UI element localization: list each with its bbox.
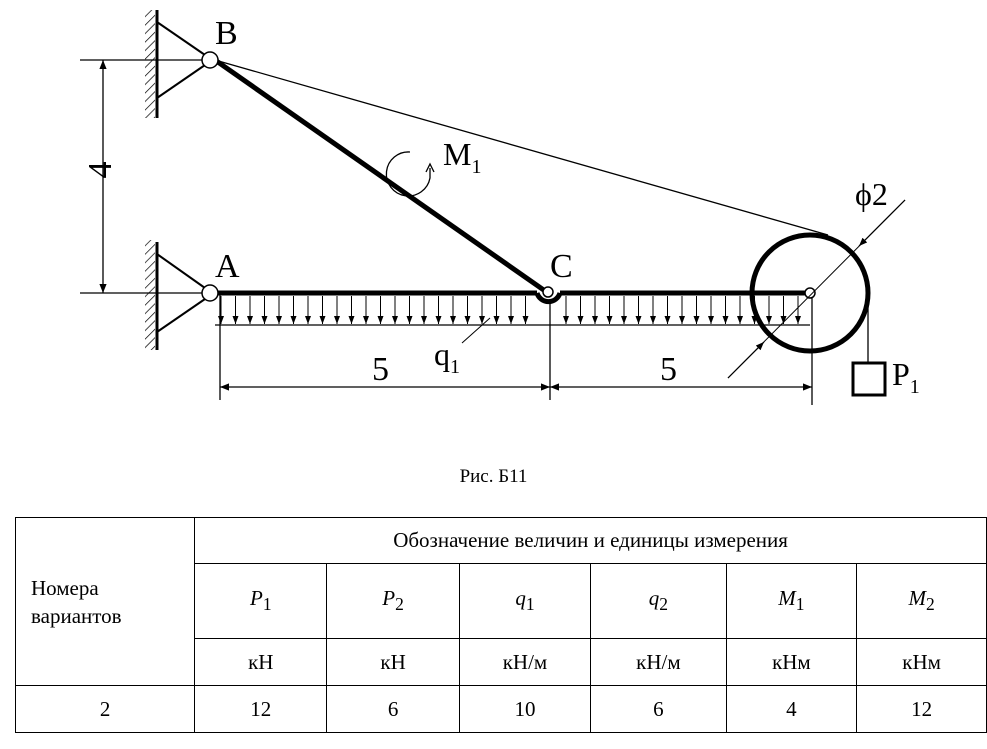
figure-caption: Рис. Б11 bbox=[459, 466, 528, 487]
rope bbox=[214, 59, 829, 236]
symbol-subscript: 1 bbox=[795, 594, 805, 615]
symbol-subscript: 1 bbox=[262, 594, 272, 615]
load-arrowhead bbox=[664, 316, 671, 324]
symbol-subscript: 1 bbox=[525, 594, 535, 615]
symbol-text: q bbox=[648, 586, 660, 611]
value-cell: 6 bbox=[590, 685, 727, 733]
pulley-axle bbox=[804, 287, 816, 299]
unit-cell: кН bbox=[326, 638, 460, 686]
p1-label: P1 bbox=[892, 356, 920, 398]
load-arrowhead bbox=[319, 316, 326, 324]
symbol-cell: P1 bbox=[194, 563, 328, 639]
load-arrowhead bbox=[261, 316, 268, 324]
load-arrowhead bbox=[522, 316, 529, 324]
value-cell: 10 bbox=[458, 685, 592, 733]
rod-bc bbox=[213, 57, 550, 296]
load-arrowhead bbox=[780, 316, 787, 324]
load-arrowhead bbox=[650, 316, 656, 324]
load-arrowhead bbox=[450, 316, 456, 324]
load-arrowhead bbox=[377, 316, 384, 324]
point-b-label: B bbox=[215, 15, 238, 52]
unit-cell: кНм bbox=[725, 638, 858, 686]
load-arrowhead bbox=[592, 316, 598, 324]
load-arrowhead bbox=[508, 316, 514, 324]
symbol-text: q bbox=[515, 586, 526, 611]
symbol-cell: M2 bbox=[856, 563, 987, 639]
load-arrowhead bbox=[464, 316, 471, 324]
variants-table: Номера вариантов Обозначение величин и е… bbox=[14, 517, 987, 733]
load-arrowhead bbox=[290, 316, 297, 324]
mechanics-diagram: 4 ϕ2 P1 M1 q1 B A C 5 5 bbox=[80, 10, 920, 405]
weight-p1 bbox=[851, 361, 887, 397]
load-arrowhead bbox=[766, 316, 772, 324]
unit-cell: кН bbox=[194, 638, 328, 686]
load-arrowhead bbox=[563, 316, 569, 324]
hinge-a bbox=[201, 284, 219, 302]
unit-cell: кНм bbox=[856, 638, 987, 686]
load-arrowhead bbox=[493, 316, 500, 324]
span-left-label: 5 bbox=[372, 351, 389, 388]
hinge-c bbox=[542, 286, 554, 298]
load-arrowhead bbox=[232, 316, 239, 324]
load-arrowhead bbox=[247, 316, 253, 324]
row-header-line1: Номера bbox=[31, 575, 99, 600]
symbol-cell: q2 bbox=[590, 563, 727, 639]
symbol-subscript: 2 bbox=[395, 594, 404, 615]
value-cell: 4 bbox=[725, 685, 858, 733]
point-c-label: C bbox=[550, 248, 573, 285]
symbol-cell: P2 bbox=[326, 563, 460, 639]
symbol-text: M bbox=[908, 586, 926, 611]
hinge-b bbox=[201, 51, 219, 69]
m1-label: M1 bbox=[443, 136, 481, 178]
load-arrowhead bbox=[722, 316, 729, 324]
span-right-label: 5 bbox=[660, 351, 677, 388]
load-arrowhead bbox=[276, 316, 282, 324]
load-arrowhead bbox=[218, 316, 224, 324]
load-arrowhead bbox=[795, 316, 801, 324]
row-header-cell: Номера вариантов bbox=[14, 517, 196, 686]
distributed-load-q1 bbox=[215, 296, 810, 326]
group-header: Обозначение величин и единицы измерения bbox=[194, 517, 987, 564]
load-arrowhead bbox=[621, 316, 627, 324]
load-arrowhead bbox=[392, 316, 398, 324]
row-header-line2: вариантов bbox=[31, 603, 122, 628]
wall-support-b bbox=[145, 10, 206, 118]
symbol-cell: M1 bbox=[725, 563, 858, 639]
symbol-text: P bbox=[250, 586, 263, 611]
symbol-cell: q1 bbox=[458, 563, 592, 639]
load-arrowhead bbox=[421, 316, 427, 324]
point-a-label: A bbox=[215, 248, 240, 285]
q1-label: q1 bbox=[434, 336, 460, 378]
load-arrowhead bbox=[406, 316, 413, 324]
load-arrowhead bbox=[679, 316, 685, 324]
load-arrowhead bbox=[305, 316, 311, 324]
moment-arrow-m1 bbox=[385, 151, 431, 197]
value-cell: 12 bbox=[856, 685, 987, 733]
load-arrowhead bbox=[606, 316, 613, 324]
load-arrowhead bbox=[334, 316, 340, 324]
unit-cell: кН/м bbox=[458, 638, 592, 686]
symbol-subscript: 2 bbox=[659, 594, 668, 615]
load-arrowhead bbox=[348, 316, 355, 324]
variant-cell: 2 bbox=[14, 685, 196, 733]
unit-cell: кН/м bbox=[590, 638, 727, 686]
height-dim-label: 4 bbox=[82, 162, 119, 179]
symbol-text: P bbox=[382, 586, 396, 611]
load-arrowhead bbox=[479, 316, 485, 324]
symbol-text: M bbox=[778, 586, 796, 611]
load-arrowhead bbox=[693, 316, 700, 324]
load-arrowhead bbox=[737, 316, 743, 324]
symbol-subscript: 2 bbox=[925, 594, 935, 615]
load-arrowhead bbox=[577, 316, 584, 324]
value-cell: 12 bbox=[194, 685, 328, 733]
wall-support-a bbox=[145, 240, 206, 350]
load-arrowhead bbox=[363, 316, 369, 324]
load-arrowhead bbox=[635, 316, 642, 324]
load-arrowhead bbox=[435, 316, 442, 324]
load-arrowhead bbox=[708, 316, 714, 324]
value-cell: 6 bbox=[326, 685, 460, 733]
diameter-label: ϕ2 bbox=[855, 176, 888, 212]
